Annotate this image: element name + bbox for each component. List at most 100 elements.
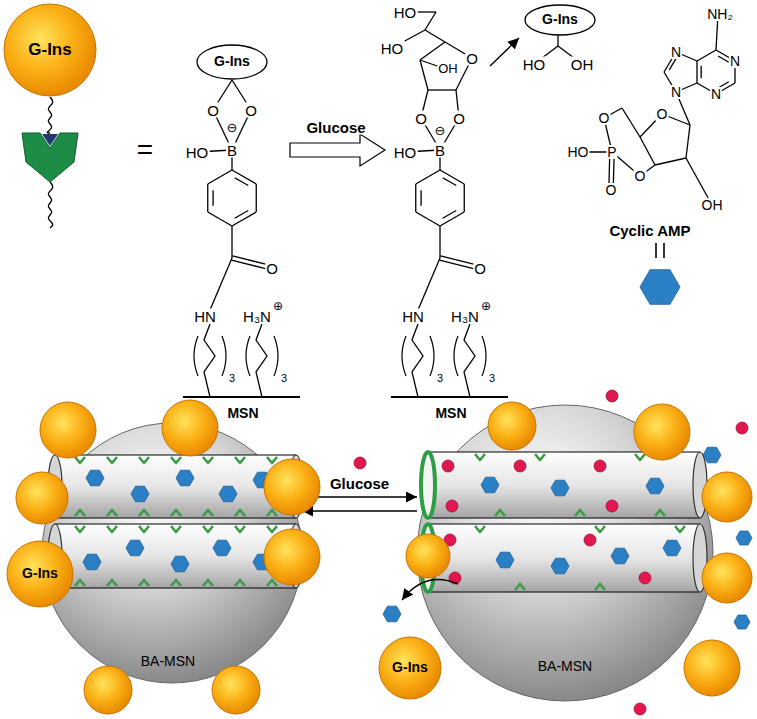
- bond-line: [55, 587, 296, 588]
- bond-line: [420, 42, 445, 60]
- bond-line: [232, 170, 256, 184]
- boronic-acid-site: [75, 526, 85, 532]
- alkyl-chain: [464, 324, 475, 397]
- glucose-dot: [446, 500, 458, 512]
- boronic-acid-site: [139, 580, 149, 586]
- node-outline: [42, 423, 302, 683]
- glucose-dot: [514, 460, 526, 472]
- boronic-acid-site: [203, 457, 213, 463]
- glucose-dot: [606, 390, 618, 402]
- boronic-acid-site: [635, 454, 645, 460]
- boronic-acid-site: [267, 457, 277, 463]
- boronic-acid-site: [235, 510, 245, 516]
- bond-line: [233, 256, 269, 265]
- bond-line: [464, 184, 465, 212]
- boronic-acid-site: [235, 526, 245, 532]
- cyclic-amp-hexagon: [551, 558, 569, 574]
- cyclic-amp-hexagon: [481, 477, 499, 493]
- charge-sign: ⊖: [434, 124, 447, 137]
- cyclic-amp-hexagon: [611, 548, 629, 564]
- bond-line: [416, 212, 440, 226]
- bond-line: [235, 210, 249, 218]
- insulin-particle: [406, 534, 450, 578]
- boronic-acid-site: [171, 510, 181, 516]
- bond-line: [622, 108, 640, 137]
- cyclic-amp-hexagon: [646, 478, 664, 494]
- subscript-number: 3: [228, 373, 236, 384]
- boronic-acid-site: [535, 454, 545, 460]
- bond-line: [208, 212, 232, 226]
- boronic-acid-site: [107, 580, 117, 586]
- atom-label: O: [634, 169, 647, 183]
- insulin-particle: [488, 402, 536, 450]
- bond-line: [425, 12, 436, 30]
- glucose-dot: [634, 703, 646, 715]
- insulin-particle: [702, 472, 752, 522]
- bond-line: [415, 184, 416, 212]
- cyclic-amp-hexagon: [131, 486, 149, 502]
- node-text: BA-MSN: [141, 654, 195, 669]
- boronic-acid-site: [595, 584, 605, 590]
- cyclic-amp-hexagon: [734, 615, 750, 629]
- cyclic-amp-hexagon: [703, 447, 721, 463]
- node-text: G-Ins: [542, 12, 578, 27]
- boronic-acid-site: [515, 584, 525, 590]
- insulin-particle: [16, 472, 68, 524]
- bond-line: [420, 190, 421, 206]
- subscript-number: 3: [436, 373, 444, 384]
- pore-channel: [428, 524, 700, 592]
- glucose-dot: [639, 572, 651, 584]
- bond-line: [439, 260, 475, 269]
- cyclic-amp-hexagon: [83, 554, 101, 570]
- bond-line: [441, 256, 477, 265]
- molecule-name: Cyclic AMP: [608, 223, 691, 238]
- bond-line: [697, 50, 716, 61]
- boronic-acid-site: [75, 580, 85, 586]
- alkyl-chain: [412, 324, 423, 397]
- atom-label: HO: [567, 145, 590, 159]
- atom-label: O: [265, 261, 279, 276]
- atom-label: HO: [393, 145, 418, 160]
- insulin-particle: [702, 553, 752, 603]
- glucose-dot: [354, 457, 366, 469]
- atom-label: O: [414, 111, 428, 126]
- equilibrium-arrow: [302, 510, 417, 512]
- surface-label: MSN: [434, 406, 467, 420]
- cyclic-amp-hexagon: [736, 531, 752, 545]
- atom-label: N: [670, 45, 682, 59]
- boronic-acid-site: [267, 580, 277, 586]
- cyclic-amp-hexagon: [213, 540, 231, 556]
- reaction-label: Glucose: [329, 476, 390, 491]
- atom-label: B: [434, 143, 446, 158]
- boronic-acid-site: [203, 580, 213, 586]
- bond-line: [256, 184, 257, 212]
- atom-label: O: [656, 107, 669, 121]
- bond-line: [669, 59, 676, 70]
- boronic-acid-site: [235, 457, 245, 463]
- alkyl-chain: [204, 324, 215, 397]
- boronic-acid-site: [107, 457, 117, 463]
- insulin-particle: [84, 666, 132, 714]
- atom-label: P: [606, 145, 617, 159]
- boronic-acid-site: [267, 510, 277, 516]
- bond-line: [718, 56, 729, 62]
- bond-line: [418, 258, 440, 310]
- bond-line: [701, 66, 702, 78]
- boronic-acid-site: [171, 580, 181, 586]
- bond-line: [696, 61, 697, 83]
- boronic-acid-site: [107, 510, 117, 516]
- bond-line: [232, 212, 256, 226]
- release-arrow: [490, 38, 519, 66]
- boronic-acid-site: [475, 454, 485, 460]
- cyclic-amp-hexagon: [496, 552, 514, 568]
- atom-label: N: [710, 87, 722, 101]
- cyclic-amp-hexagon: [640, 270, 680, 305]
- bond-line: [428, 89, 456, 90]
- insulin-ellipse: G-Ins: [524, 4, 596, 36]
- atom-label: O: [598, 111, 611, 125]
- boronic-acid-site: [171, 457, 181, 463]
- bracket: [454, 336, 458, 376]
- insulin-particle: [634, 404, 690, 460]
- bond-line: [655, 243, 657, 258]
- atom-label: O: [244, 103, 258, 118]
